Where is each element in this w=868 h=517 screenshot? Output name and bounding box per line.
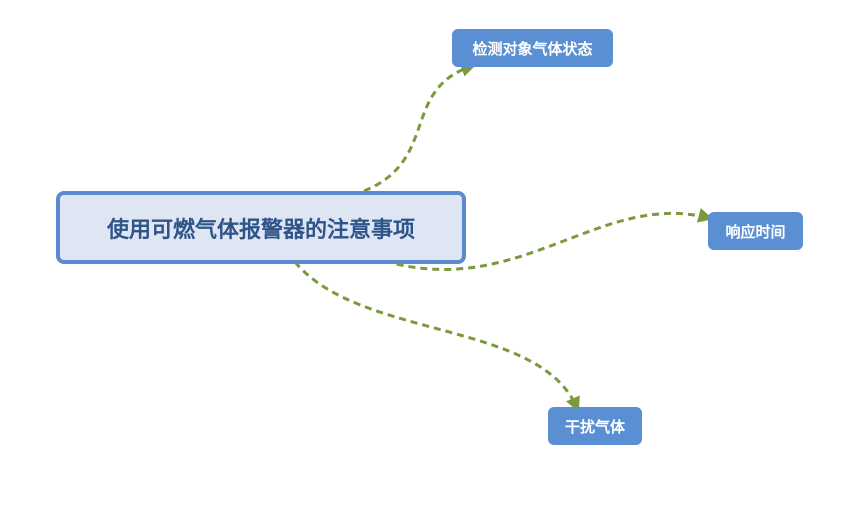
central-topic-node[interactable]: 使用可燃气体报警器的注意事项: [56, 191, 466, 264]
subtopic-label: 干扰气体: [564, 417, 625, 436]
connector-to-response-time: [384, 208, 714, 271]
subtopic-label: 检测对象气体状态: [472, 39, 593, 58]
subtopic-node-detect-gas-state[interactable]: 检测对象气体状态: [452, 29, 613, 67]
connector-to-detect-gas-state: [363, 62, 477, 193]
central-topic-label: 使用可燃气体报警器的注意事项: [106, 217, 415, 243]
connector-to-interference-gas: [293, 261, 580, 413]
subtopic-node-response-time[interactable]: 响应时间: [708, 212, 803, 250]
subtopic-node-interference-gas[interactable]: 干扰气体: [548, 407, 642, 445]
subtopic-label: 响应时间: [725, 222, 786, 241]
